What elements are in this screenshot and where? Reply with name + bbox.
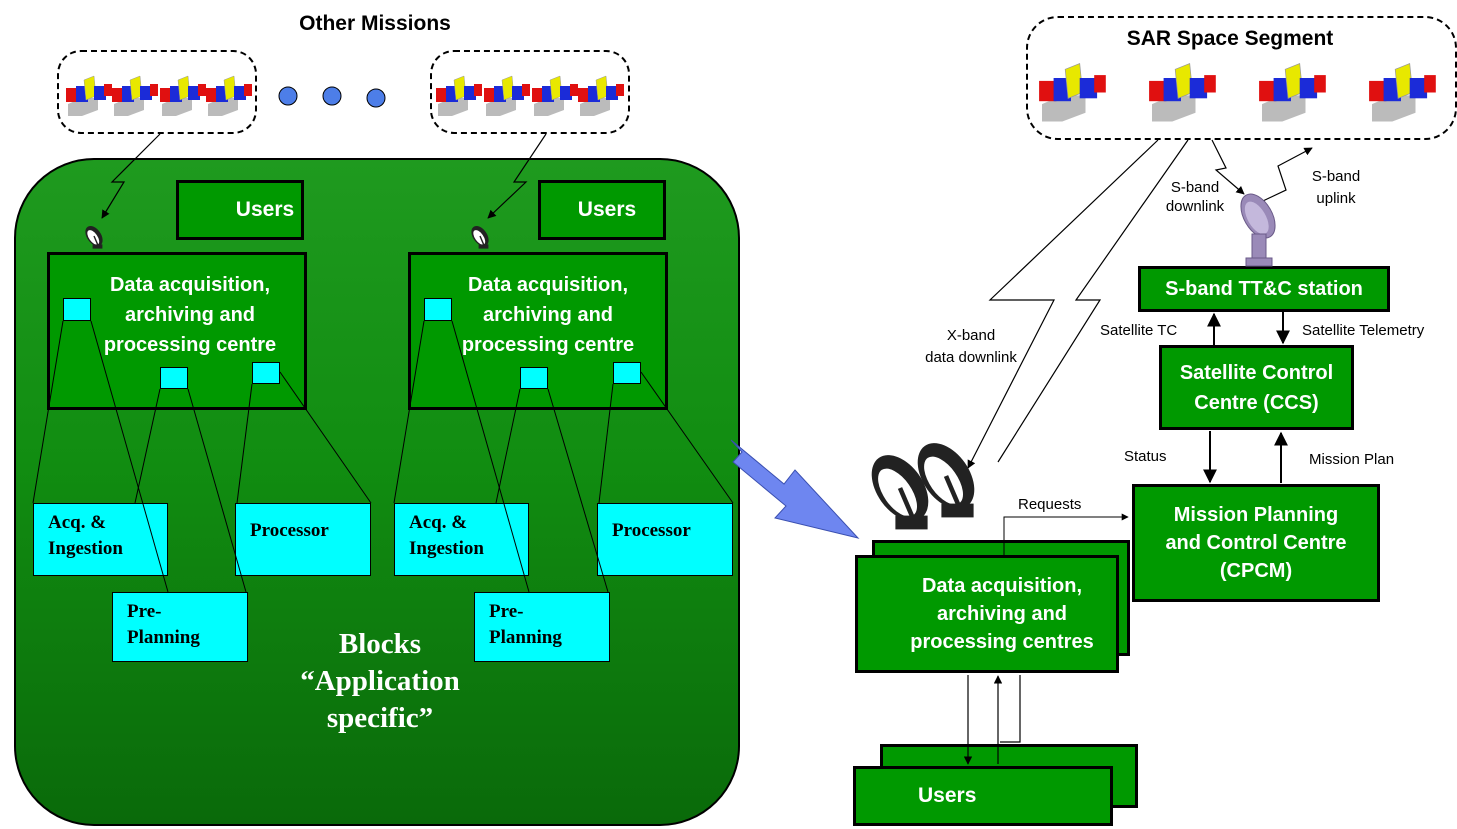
sband-links <box>1211 139 1313 211</box>
users-box-left-2: Users <box>538 180 666 240</box>
scc-line: Centre (CCS) <box>1194 391 1319 414</box>
users-box-left-1: Users <box>176 180 304 240</box>
title-line: Data acquisition, <box>467 274 629 296</box>
satellite-telemetry-label: Satellite Telemetry <box>1302 322 1425 339</box>
title-line: Data acquisition, <box>109 274 271 296</box>
satellite-icon <box>483 75 531 117</box>
flow-arrow <box>730 439 860 539</box>
ground-station-icon <box>1240 193 1276 267</box>
dish-antenna-icon <box>81 222 107 250</box>
sband-station-box: S-band TT&C station <box>1138 266 1390 312</box>
pre-line: Pre- <box>127 601 162 622</box>
mission-downlink-left <box>101 133 161 219</box>
mpcc-line: (CPCM) <box>1219 560 1293 582</box>
module-port-processor <box>252 362 280 384</box>
pre-planning-box-left-2: Pre- Planning <box>474 592 610 662</box>
sband-station-label: S-band TT&C station <box>1165 277 1363 300</box>
caption-line: “Application <box>300 665 460 697</box>
users-label: Users <box>918 784 977 807</box>
label-line: downlink <box>1165 198 1225 215</box>
sband-uplink-label: S-band uplink <box>1296 166 1376 210</box>
dac-line: archiving and <box>936 603 1068 625</box>
users-label: Users <box>577 198 637 221</box>
processor-label: Processor <box>612 520 691 541</box>
pre-planning-box-left-1: Pre- Planning <box>112 592 248 662</box>
module-port-acq <box>63 298 91 321</box>
acq-line: Acq. & <box>409 512 468 533</box>
ellipsis-dot-icon <box>278 86 386 108</box>
data-centre-title-left-1: Data acquisition, archiving and processi… <box>80 270 300 360</box>
mission-plan-label: Mission Plan <box>1309 451 1395 468</box>
title-line: archiving and <box>124 304 256 326</box>
label-line: S-band <box>1170 179 1220 196</box>
caption-line: Blocks <box>338 628 422 660</box>
blocks-caption: Blocks “Application specific” <box>250 626 510 737</box>
title-line: archiving and <box>482 304 614 326</box>
title-line: processing centre <box>461 334 635 356</box>
sar-space-segment-title: SAR Space Segment <box>1126 27 1334 50</box>
data-centre-title-left-2: Data acquisition, archiving and processi… <box>438 270 658 360</box>
mpcc-line: Mission Planning <box>1173 504 1339 526</box>
requests-label: Requests <box>1018 496 1082 513</box>
mission-planning-centre-box: Mission Planning and Control Centre (CPC… <box>1132 484 1380 602</box>
acq-ingestion-box-left-1: Acq. & Ingestion <box>33 503 168 576</box>
processor-box-left-1: Processor <box>235 503 371 576</box>
xband-downlink-label: X-band data downlink <box>896 325 1046 369</box>
satellite-icon <box>577 75 625 117</box>
satellite-icon <box>435 75 483 117</box>
pre-line: Pre- <box>489 601 524 622</box>
satellite-icon <box>1258 62 1327 123</box>
label-line: data downlink <box>925 349 1017 366</box>
title-line: processing centre <box>103 334 277 356</box>
mission-downlink-right <box>487 133 547 219</box>
pre-line: Planning <box>127 627 200 648</box>
caption-line: specific” <box>326 702 434 734</box>
dac-line: Data acquisition, <box>921 575 1083 597</box>
satellite-control-centre-box: Satellite Control Centre (CCS) <box>1159 345 1354 430</box>
sband-downlink-label: S-band downlink <box>1150 178 1240 216</box>
users-links <box>963 675 1021 765</box>
satellite-icon <box>1038 62 1107 123</box>
users-box-right: Users <box>853 766 1113 826</box>
module-port-planning <box>160 367 188 389</box>
module-links-left-2 <box>393 320 734 593</box>
satellite-icon <box>65 75 113 117</box>
module-port-processor <box>613 362 641 384</box>
mpcc-line: and Control Centre <box>1165 532 1347 554</box>
label-line: X-band <box>946 327 996 344</box>
pre-line: Planning <box>489 627 562 648</box>
requests-link <box>1003 513 1129 555</box>
satellite-icon <box>531 75 579 117</box>
satellite-icon <box>111 75 159 117</box>
module-links-left-1 <box>32 320 372 593</box>
satellite-icon <box>1368 62 1437 123</box>
label-line: uplink <box>1316 190 1356 207</box>
satellite-icon <box>205 75 253 117</box>
acq-line: Acq. & <box>48 512 107 533</box>
dac-line: processing centres <box>910 631 1094 653</box>
dish-antenna-icon <box>467 222 493 250</box>
processor-label: Processor <box>250 520 329 541</box>
label-line: S-band <box>1311 168 1361 185</box>
satellite-icon <box>159 75 207 117</box>
module-port-planning <box>520 367 548 389</box>
users-label: Users <box>235 198 295 221</box>
acq-line: Ingestion <box>409 538 484 559</box>
xband-downlink-path <box>967 139 1189 469</box>
acq-line: Ingestion <box>48 538 123 559</box>
satellite-icon <box>1148 62 1217 123</box>
module-port-acq <box>424 298 452 321</box>
other-missions-title: Other Missions <box>299 12 451 35</box>
satellite-tc-label: Satellite TC <box>1100 322 1178 339</box>
scc-line: Satellite Control <box>1179 361 1334 384</box>
acq-ingestion-box-left-2: Acq. & Ingestion <box>394 503 529 576</box>
control-arrows <box>1203 312 1290 484</box>
data-centres-box: Data acquisition, archiving and processi… <box>855 555 1119 673</box>
status-label: Status <box>1124 448 1167 465</box>
processor-box-left-2: Processor <box>597 503 733 576</box>
